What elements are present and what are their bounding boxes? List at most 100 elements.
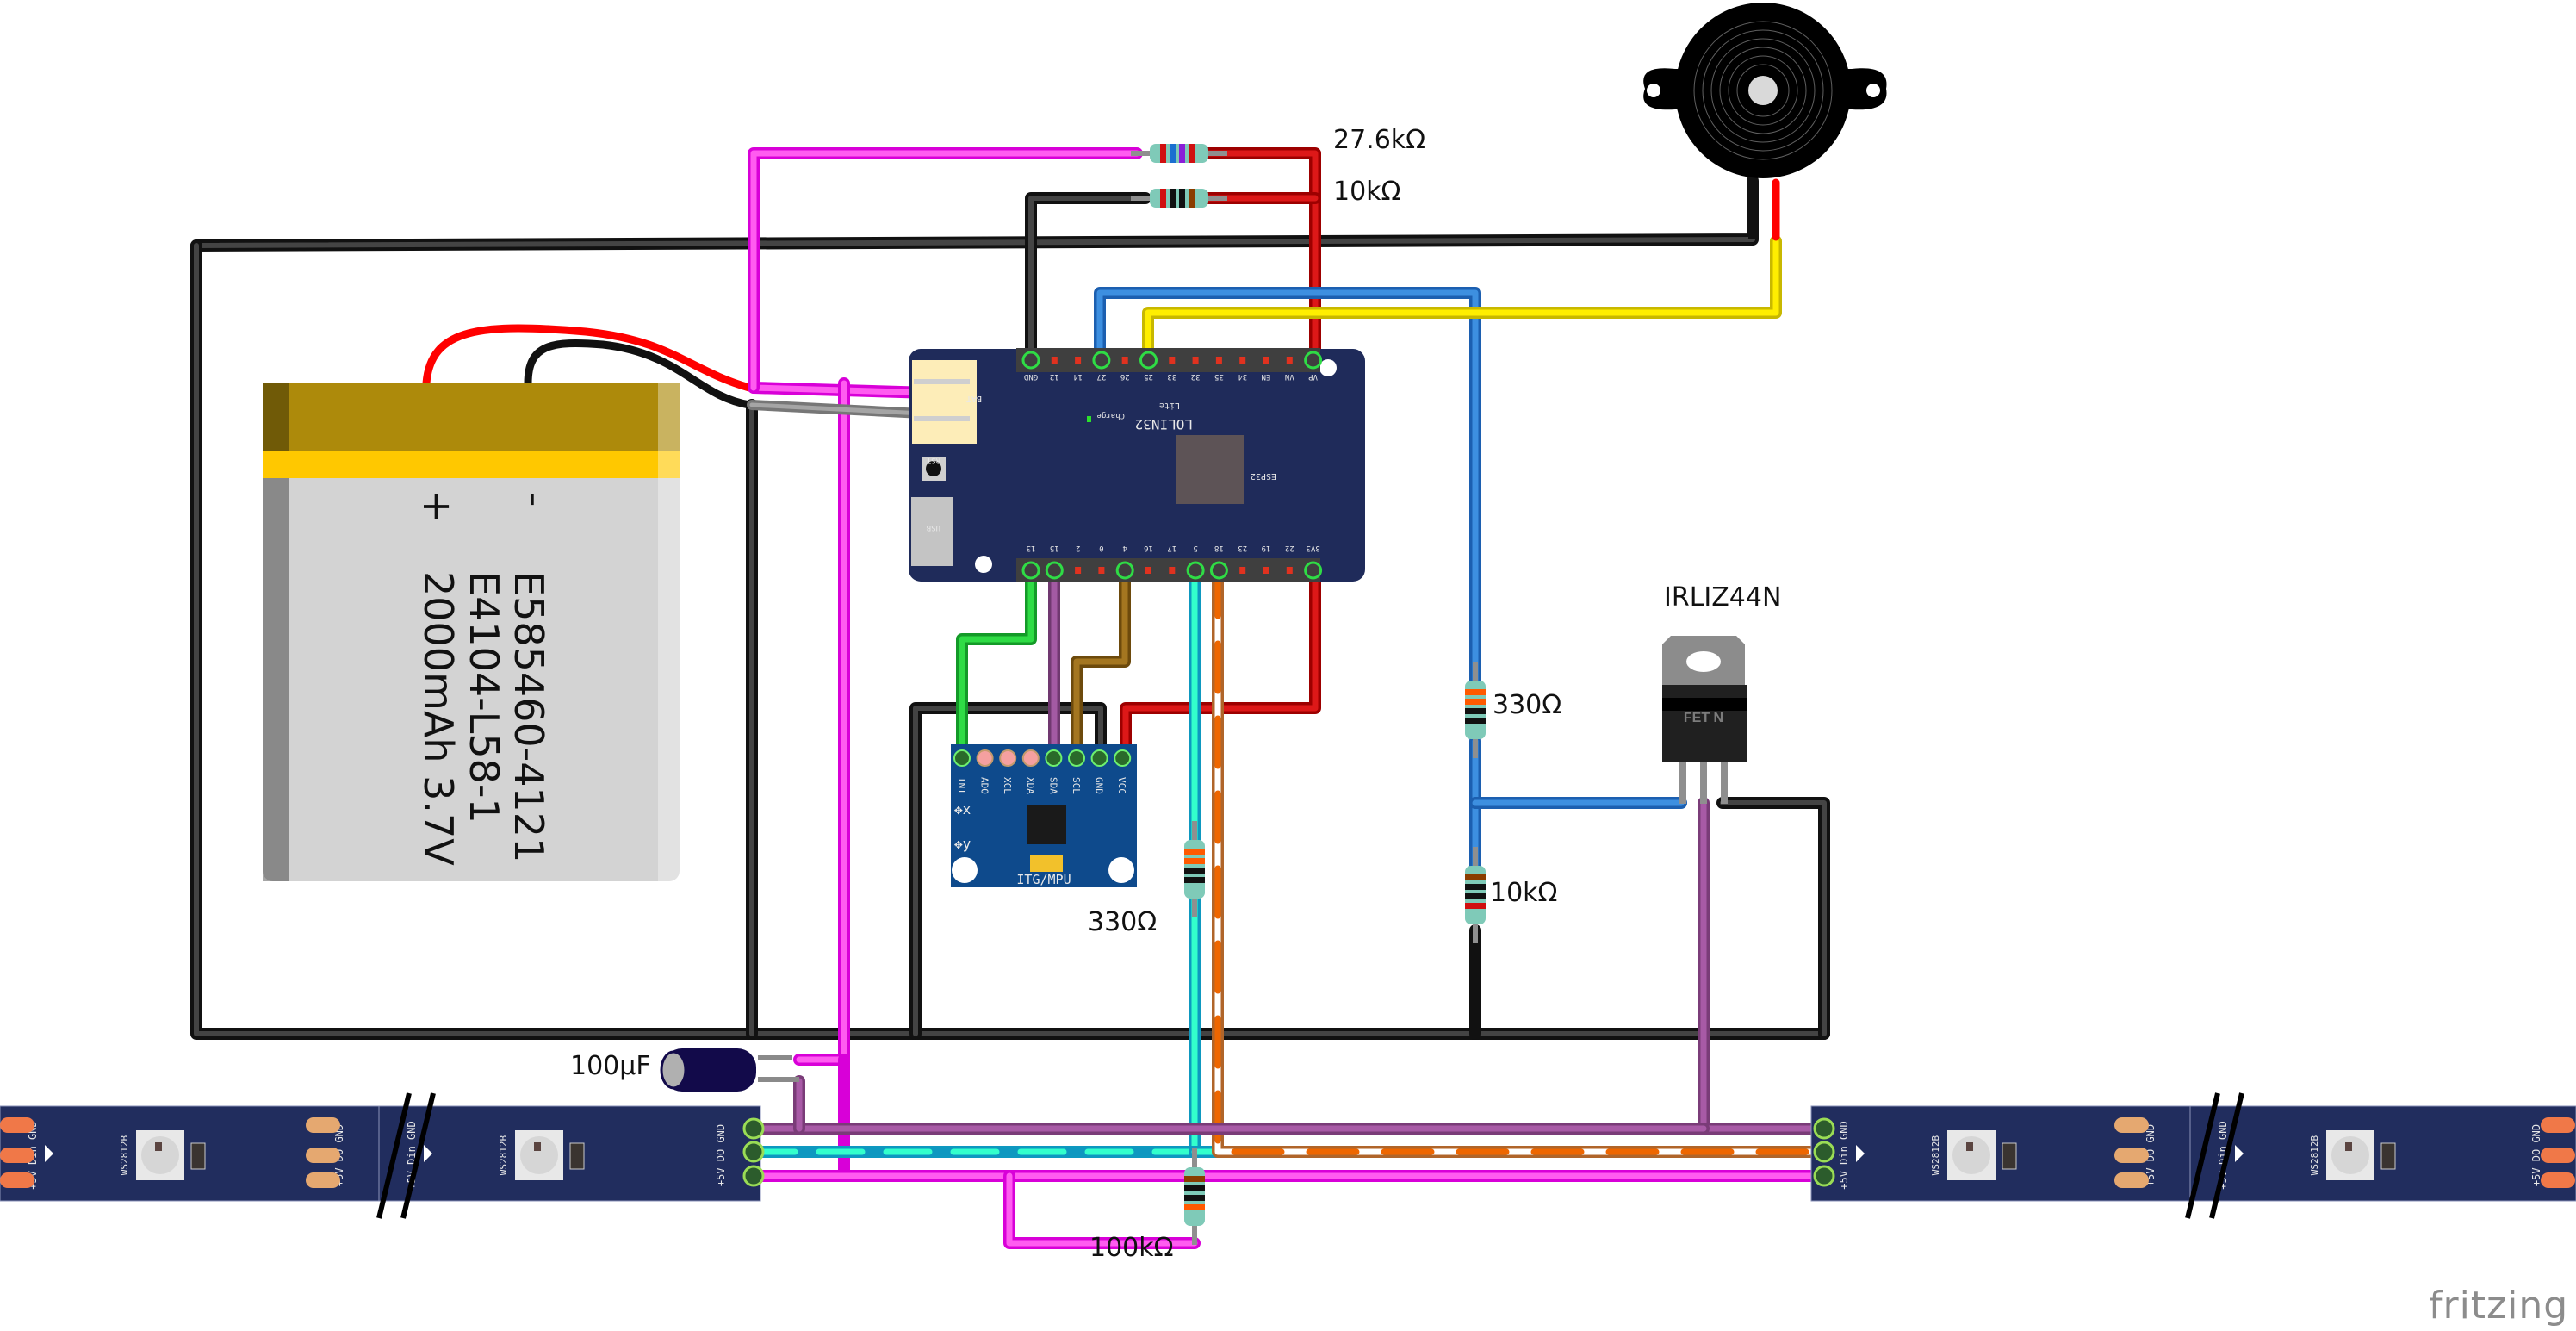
board-pin-label: 32: [1191, 372, 1201, 381]
board-pin-label: 33: [1167, 372, 1176, 381]
board-pin-12[interactable]: 12: [1050, 357, 1059, 381]
buzzer-signal-wire[interactable]: [1142, 235, 1782, 366]
strip-2-connector[interactable]: [1813, 1141, 1835, 1163]
solder-pad[interactable]: [306, 1117, 340, 1133]
strip-1-connector[interactable]: [742, 1165, 765, 1187]
imu-title: ITG/MPU: [1016, 872, 1071, 887]
board-pin-15[interactable]: 15: [1045, 544, 1064, 580]
board-pin-label: VN: [1285, 372, 1294, 381]
strip-2-connector[interactable]: [1813, 1165, 1835, 1187]
led-strip-2-segment-b[interactable]: WS2812B+5V Din GND+5V DO GND: [2189, 1105, 2576, 1202]
usb-port[interactable]: [911, 497, 953, 566]
board-pin-34[interactable]: 34: [1238, 357, 1247, 381]
solder-pad[interactable]: [0, 1148, 34, 1163]
scl-wire[interactable]: [1071, 563, 1131, 764]
strip-ground-wire[interactable]: [746, 797, 1830, 1135]
imu-pin-sda[interactable]: SDA: [1045, 749, 1063, 794]
imu-pin-gnd[interactable]: GND: [1090, 749, 1108, 794]
solder-pad[interactable]: [2541, 1172, 2575, 1188]
solder-pad[interactable]: [0, 1117, 34, 1133]
led-strip-1-segment-b[interactable]: WS2812B+5V Din GND+5V DO GND: [378, 1105, 761, 1202]
board-pin-3v3[interactable]: 3V3: [1304, 544, 1323, 580]
strip2-data-wire[interactable]: [1212, 563, 1830, 1158]
board-pin-16[interactable]: 16: [1144, 544, 1153, 574]
imu-pin-label: INT: [956, 777, 967, 794]
board-pin-label: 22: [1285, 544, 1294, 552]
strip-2-connector[interactable]: [1813, 1117, 1835, 1140]
imu-pin-scl[interactable]: SCL: [1068, 749, 1085, 794]
board-pin-35[interactable]: 35: [1214, 357, 1224, 381]
board-pin-label: EN: [1262, 372, 1271, 381]
resistor-100k[interactable]: [1184, 1148, 1205, 1245]
strip-cut-mark-icon: [400, 1092, 436, 1219]
imu-pin-xcl[interactable]: XCL: [999, 749, 1017, 794]
resistor-10k-pulldown[interactable]: [1465, 847, 1486, 943]
solder-pad[interactable]: [2114, 1117, 2149, 1133]
board-pin-17[interactable]: 17: [1167, 544, 1176, 574]
board-pin-25[interactable]: 25: [1139, 351, 1158, 381]
board-pin-27[interactable]: 27: [1092, 351, 1111, 381]
mosfet-irliz44n[interactable]: IRLIZ44N FET N: [1662, 582, 1781, 804]
imu-pin-label: GND: [1094, 777, 1105, 794]
solder-pad[interactable]: [306, 1172, 340, 1188]
board-pin-18[interactable]: 18: [1209, 544, 1228, 580]
imu-pin-vcc[interactable]: VCC: [1114, 749, 1132, 794]
board-pin-22[interactable]: 22: [1285, 544, 1294, 574]
solder-pad[interactable]: [306, 1148, 340, 1163]
strip-1-connector[interactable]: [742, 1141, 765, 1163]
lolin32-board[interactable]: LOLIN32 Lite ESP32 Charge BAT RST USB GN…: [909, 348, 1365, 582]
board-pin-14[interactable]: 14: [1073, 357, 1083, 381]
solder-pad[interactable]: [0, 1172, 34, 1188]
vp-divider-wire[interactable]: [1200, 147, 1321, 366]
board-pin-2[interactable]: 2: [1075, 544, 1082, 574]
board-pin-en[interactable]: EN: [1262, 357, 1271, 381]
piezo-buzzer[interactable]: [1643, 3, 1887, 239]
solder-pad[interactable]: [2114, 1172, 2149, 1188]
board-pin-33[interactable]: 33: [1167, 357, 1176, 381]
battery-minus-label: -: [512, 493, 558, 507]
mosfet-label: IRLIZ44N: [1664, 582, 1781, 613]
imu-pin-label: VCC: [1116, 777, 1127, 794]
data-direction-arrow-icon: [45, 1145, 53, 1162]
rst-label: RST: [926, 456, 940, 464]
resistors: [1131, 144, 1486, 1245]
resistor-label-330-gate: 330Ω: [1493, 690, 1561, 720]
board-pin-label: 23: [1238, 544, 1247, 552]
board-pin-32[interactable]: 32: [1191, 357, 1201, 381]
board-pin-label: 17: [1167, 544, 1176, 552]
resistor-label-27k6: 27.6kΩ: [1333, 125, 1425, 155]
resistor-330-data[interactable]: [1184, 821, 1205, 917]
led-chip-label: WS2812B: [1930, 1135, 1941, 1175]
board-pin-label: 16: [1144, 544, 1153, 552]
strip-1-connector[interactable]: [742, 1117, 765, 1140]
board-pin-0[interactable]: 0: [1098, 544, 1105, 574]
board-pin-5[interactable]: 5: [1186, 544, 1205, 580]
board-pin-vp[interactable]: VP: [1304, 351, 1323, 381]
board-pin-13[interactable]: 13: [1021, 544, 1040, 580]
resistor-27k6[interactable]: [1131, 144, 1227, 163]
axis-x-icon: ✥x: [954, 801, 971, 818]
imu-pin-xda[interactable]: XDA: [1021, 749, 1040, 794]
board-pin-4[interactable]: 4: [1115, 544, 1134, 580]
int-wire[interactable]: [956, 563, 1037, 764]
solder-pad[interactable]: [2541, 1117, 2575, 1133]
board-pin-19[interactable]: 19: [1262, 544, 1271, 574]
solder-pad[interactable]: [2541, 1148, 2575, 1163]
imu-pin-int[interactable]: INT: [953, 749, 971, 794]
capacitor-label: 100µF: [570, 1051, 651, 1081]
board-pin-23[interactable]: 23: [1238, 544, 1247, 574]
resistor-10k-divider[interactable]: [1131, 189, 1227, 208]
solder-pad[interactable]: [2114, 1148, 2149, 1163]
board-pin-label: 13: [1027, 544, 1036, 552]
resistor-330-gate[interactable]: [1465, 662, 1486, 758]
electrolytic-capacitor[interactable]: 100µF: [570, 1048, 799, 1092]
imu-pin-ado[interactable]: ADO: [976, 749, 994, 794]
board-pin-vn[interactable]: VN: [1285, 357, 1294, 381]
battery-plus-label: +: [414, 490, 461, 524]
board-pin-gnd[interactable]: GND: [1021, 351, 1040, 381]
board-pin-26[interactable]: 26: [1120, 357, 1130, 381]
lipo-battery[interactable]: + - E585460-4121 E4104-L58-1 2000mAh 3.7…: [263, 383, 680, 881]
